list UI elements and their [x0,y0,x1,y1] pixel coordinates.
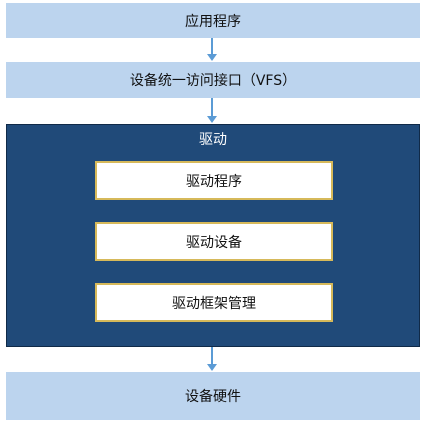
driver-program-label: 驱动程序 [186,173,242,190]
driver-layer-title: 驱动 [199,132,227,148]
driver-framework-label: 驱动框架管理 [172,295,256,312]
arrow-app-to-vfs [207,38,217,61]
arrow-vfs-to-driver [207,98,217,123]
hardware-layer-label: 设备硬件 [185,389,241,405]
driver-device-box: 驱动设备 [95,222,333,261]
driver-program-box: 驱动程序 [95,161,333,200]
driver-device-label: 驱动设备 [186,234,242,251]
application-layer-label: 应用程序 [185,13,241,30]
hardware-layer: 设备硬件 [6,372,420,420]
vfs-layer-label: 设备统一访问接口（VFS） [129,73,297,89]
driver-layer: 驱动 驱动程序 驱动设备 驱动框架管理 [6,124,420,347]
driver-framework-box: 驱动框架管理 [95,283,333,322]
vfs-layer: 设备统一访问接口（VFS） [6,62,420,98]
arrow-driver-to-hardware [207,347,217,371]
application-layer: 应用程序 [6,3,420,38]
